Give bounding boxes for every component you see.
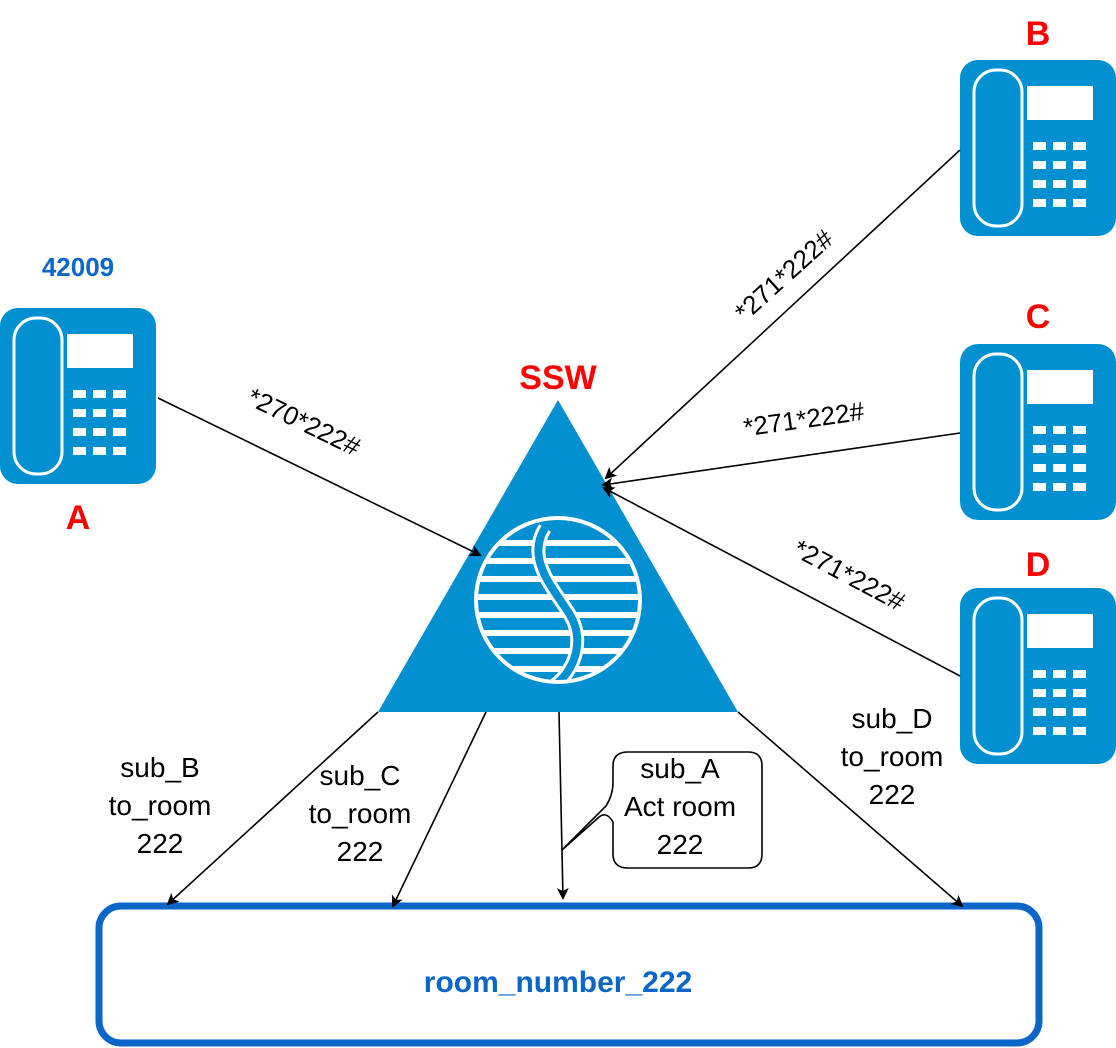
dial-code-b: *271*222# xyxy=(729,223,840,327)
phone-icon xyxy=(958,586,1116,766)
phone-a-label: A xyxy=(66,499,91,537)
label-sub-d: sub_D to_room 222 xyxy=(841,703,944,810)
label-sub-b: sub_B to_room 222 xyxy=(109,752,212,859)
arrow-sub-d-to-room xyxy=(737,711,964,908)
svg-text:sub_A: sub_A xyxy=(640,753,720,784)
label-sub-c: sub_C to_room 222 xyxy=(309,760,412,867)
callout-sub-a xyxy=(561,751,763,869)
phone-a[interactable] xyxy=(0,306,158,486)
phone-b[interactable] xyxy=(958,58,1116,238)
phone-icon xyxy=(958,58,1116,238)
dial-code-c: *271*222# xyxy=(742,396,867,443)
svg-text:222: 222 xyxy=(337,836,384,867)
phone-d[interactable] xyxy=(958,586,1116,766)
arrow-a-to-ssw xyxy=(157,397,482,557)
dial-code-a: *270*222# xyxy=(243,382,366,462)
svg-text:Act room: Act room xyxy=(624,791,736,822)
svg-text:sub_C: sub_C xyxy=(320,760,401,791)
arrow-sub-c-to-room xyxy=(391,711,487,908)
phone-icon xyxy=(0,306,158,486)
arrow-sub-a-to-room xyxy=(556,711,569,900)
svg-text:to_room: to_room xyxy=(109,790,212,821)
softswitch-node[interactable] xyxy=(378,400,738,712)
phone-b-label: B xyxy=(1026,15,1051,53)
svg-text:to_room: to_room xyxy=(841,741,944,772)
arrow-d-to-ssw xyxy=(602,487,961,677)
svg-text:to_room: to_room xyxy=(309,798,412,829)
svg-text:222: 222 xyxy=(869,779,916,810)
softswitch-label: SSW xyxy=(519,359,597,397)
dial-code-d: *271*222# xyxy=(789,533,911,617)
svg-text:222: 222 xyxy=(137,828,184,859)
phone-d-label: D xyxy=(1026,546,1051,584)
svg-text:sub_D: sub_D xyxy=(852,703,933,734)
softswitch-icon xyxy=(474,516,642,684)
phone-c[interactable] xyxy=(958,342,1116,522)
room-label: room_number_222 xyxy=(424,966,692,999)
arrow-sub-b-to-room xyxy=(166,711,379,906)
arrow-b-to-ssw xyxy=(604,149,961,480)
phone-c-label: C xyxy=(1026,298,1051,336)
svg-text:sub_B: sub_B xyxy=(120,752,199,783)
arrow-c-to-ssw xyxy=(601,432,961,490)
svg-text:222: 222 xyxy=(657,829,704,860)
phone-icon xyxy=(958,342,1116,522)
label-sub-a: sub_A Act room 222 xyxy=(624,753,736,860)
phone-a-number: 42009 xyxy=(42,252,114,282)
room-box[interactable] xyxy=(95,902,1043,1047)
